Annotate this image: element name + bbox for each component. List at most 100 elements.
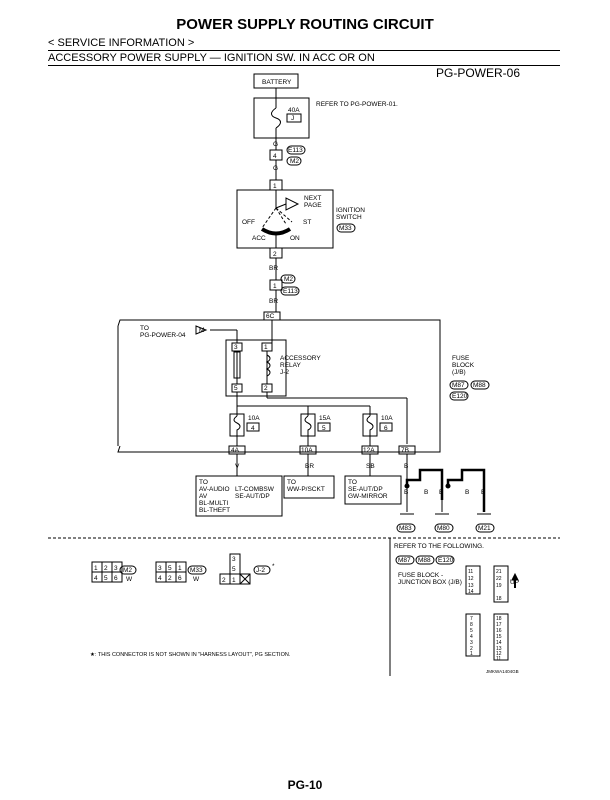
- figure-code: JMKWA1404GB: [486, 669, 519, 674]
- conn-e113-label: E113: [288, 147, 303, 154]
- fuse-4-num: 4: [251, 425, 255, 432]
- to-power04-arrow: [195, 325, 208, 335]
- tag-e113b: [280, 286, 300, 296]
- fuse-block-line3: (J/B): [452, 369, 466, 376]
- fuse-block-outline: [117, 319, 441, 453]
- wire-color-br2: BR: [269, 298, 278, 305]
- dest3-line3: GW-MIRROR: [348, 493, 388, 500]
- fuse-4-wire: V: [235, 463, 240, 470]
- conn-1-label: 1: [273, 183, 277, 190]
- m2-face-name: M2: [123, 567, 132, 574]
- j2-face-name: J-2: [256, 567, 265, 574]
- wire-b-6: B: [481, 489, 485, 496]
- ign-off-label: OFF: [242, 219, 255, 226]
- up-label: UP: [510, 579, 519, 586]
- ul-pin-2: 13: [468, 583, 474, 589]
- relay-pin-1: 1: [264, 344, 268, 351]
- battery-label: BATTERY: [262, 79, 292, 86]
- m33-pin-a: 3: [158, 565, 162, 572]
- refer-conn-m87: M87: [398, 557, 411, 564]
- fusible-link-box: [253, 97, 310, 139]
- jb-upper-left: [465, 565, 481, 595]
- ign-st-label: ST: [303, 219, 311, 226]
- dest-box-wwp: [283, 475, 335, 499]
- fuse-5-wire: BR: [305, 463, 314, 470]
- tag-m88: [470, 380, 490, 390]
- ul-pin-3: 14: [468, 589, 474, 595]
- m2-pin-4: 4: [94, 575, 98, 582]
- conn-4-label: 4: [273, 153, 277, 160]
- fusible-link-symbol: [271, 107, 281, 129]
- m33-pin-c: 1: [178, 565, 182, 572]
- conn-e113b-label: E113: [283, 288, 298, 295]
- ur-pin-3: 18: [496, 596, 502, 602]
- wire-b-3: B: [424, 489, 428, 496]
- dest1-line4: BL-MULTI: [199, 500, 228, 507]
- page-number: PG-10: [287, 778, 323, 792]
- wire-b-1: B: [404, 463, 408, 470]
- tag-e113: [286, 145, 306, 155]
- ll-pin-6: 1: [470, 651, 473, 657]
- page-title: POWER SUPPLY ROUTING CIRCUIT: [176, 16, 434, 33]
- wire-color-g: G: [273, 141, 278, 148]
- ll-pin-5: 2: [470, 646, 473, 652]
- tag-m33: [336, 223, 356, 233]
- fuse-5-rating: 15A: [319, 415, 331, 422]
- jb-lower-left: [465, 613, 481, 657]
- conn-m2b-label: M2: [284, 276, 293, 283]
- refer-conn-e120: E120: [438, 557, 454, 564]
- lr-pin-7: 11: [496, 656, 501, 662]
- relay-pin-3: 3: [234, 344, 238, 351]
- lr-pin-5: 13: [496, 646, 502, 652]
- ul-pin-1: 12: [468, 576, 474, 582]
- conn-2-label: 2: [273, 251, 277, 258]
- relay-pin-5: 5: [234, 385, 238, 392]
- ignition-switch-box: [236, 189, 334, 249]
- wire-color-br1: BR: [269, 265, 278, 272]
- ur-pin-2: 19: [496, 583, 502, 589]
- fuse-4-rating: 10A: [248, 415, 260, 422]
- relay-conn-label: J-2: [280, 369, 289, 376]
- ground-m21: M21: [478, 525, 491, 532]
- header-rule-top: [48, 50, 560, 51]
- fuse-6-wire: SB: [366, 463, 375, 470]
- next-page-line1: NEXT: [304, 195, 321, 202]
- next-page-line2: PAGE: [304, 202, 322, 209]
- lr-pin-4: 14: [496, 640, 502, 646]
- j2-pin-2: 2: [222, 577, 226, 584]
- ground-m80: M80: [437, 525, 450, 532]
- m2-pin-2: 2: [104, 565, 108, 572]
- fuse-5-out: 10A: [301, 447, 313, 454]
- ul-pin-0: 11: [468, 569, 473, 575]
- m2-pin-6: 6: [114, 575, 118, 582]
- dest1b-line2: SE-AUT/DP: [235, 493, 270, 500]
- tag-m80: [434, 523, 454, 533]
- wire-b-5: B: [465, 489, 469, 496]
- ign-acc-label: ACC: [252, 235, 266, 242]
- tag-m83: [396, 523, 416, 533]
- diagram-subtitle: ACCESSORY POWER SUPPLY — IGNITION SW. IN…: [48, 52, 375, 64]
- ll-pin-1: 8: [470, 622, 473, 628]
- fuse-4-out: 4A: [231, 447, 240, 454]
- refer-label-line2: JUNCTION BOX (J/B): [398, 579, 462, 586]
- tag-e120: [449, 391, 469, 401]
- relay-label-line2: RELAY: [280, 362, 301, 369]
- m33-face-color: W: [193, 576, 200, 583]
- next-page-arrow: [285, 197, 300, 211]
- fuse-5-num: 5: [322, 425, 326, 432]
- j2-pin-1: 1: [232, 577, 236, 584]
- m33-face-name: M33: [190, 567, 203, 574]
- m33-pin-d: 4: [158, 575, 162, 582]
- tag-m21: [475, 523, 495, 533]
- j2-star: *: [272, 563, 275, 570]
- tag-m87: [449, 380, 469, 390]
- ground-m83: M83: [399, 525, 412, 532]
- m33-pin-e: 2: [168, 575, 172, 582]
- dest-box-mirror: [344, 475, 402, 505]
- ll-pin-2: 5: [470, 628, 473, 634]
- ignition-switch-line2: SWITCH: [336, 214, 362, 221]
- jb-lower-right: [493, 613, 509, 661]
- ur-pin-0: 21: [496, 569, 502, 575]
- fusible-link-letter: J: [291, 115, 294, 122]
